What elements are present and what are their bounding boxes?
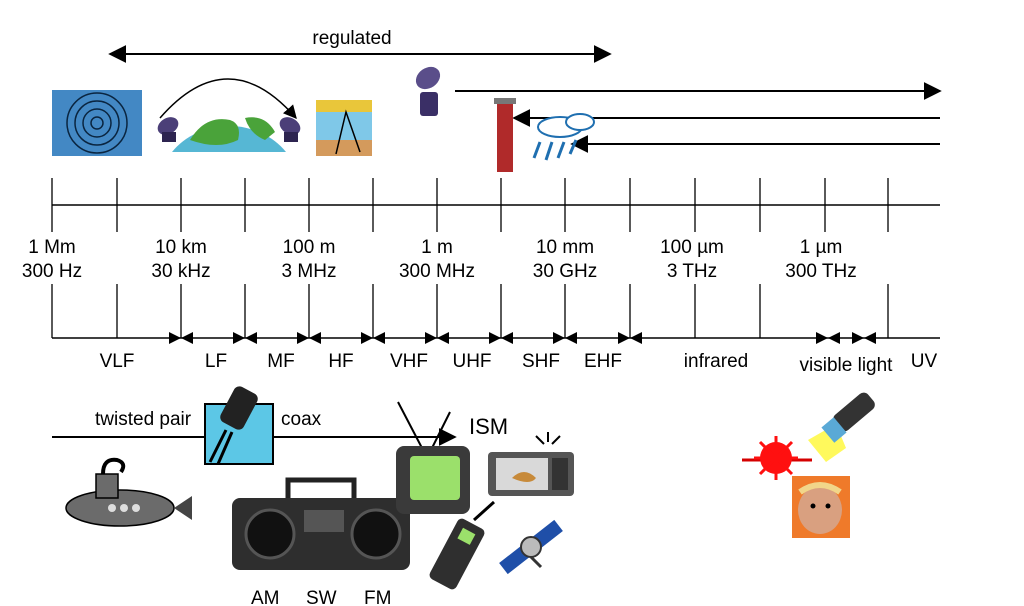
- sw-label: SW: [306, 588, 337, 606]
- flashlight-icon: [808, 392, 875, 462]
- wavelength-label: 1 Mm: [28, 237, 76, 258]
- coax-cable-icon: [204, 386, 274, 465]
- television-icon: [396, 401, 470, 514]
- scale-label-5: 10 mm 30 GHz: [533, 236, 597, 284]
- submarine-icon: [65, 457, 192, 527]
- wavelength-label: 10 mm: [535, 237, 595, 258]
- band-uv: UV: [910, 351, 938, 372]
- wavelength-label: 100 µm: [660, 237, 724, 258]
- frequency-label: 30 kHz: [151, 261, 211, 282]
- coax-label: coax: [281, 409, 322, 430]
- band-vlf: VLF: [99, 351, 135, 372]
- microwave-oven-icon: [488, 432, 574, 496]
- satellite-icon: [499, 519, 563, 575]
- scale-label-2: 10 km 30 kHz: [151, 236, 210, 284]
- wall-icon: [494, 98, 516, 172]
- mobile-phone-icon: [429, 500, 496, 590]
- face-icon: [792, 476, 850, 538]
- band-shf: SHF: [522, 351, 560, 372]
- ionosphere-icon: [316, 100, 372, 156]
- laser-icon: [742, 436, 812, 480]
- wavelength-label: 10 km: [155, 237, 207, 258]
- frequency-label: 3 THz: [666, 261, 718, 282]
- frequency-label: 300 THz: [785, 261, 857, 282]
- water-waves-icon: [52, 90, 142, 156]
- band-uhf: UHF: [452, 351, 492, 372]
- scale-label-1: 1 Mm 300 Hz: [22, 236, 82, 284]
- band-hf: HF: [328, 351, 354, 372]
- wavelength-label: 1 m: [421, 237, 453, 258]
- earth-icon: [159, 78, 297, 152]
- boombox-icon: [232, 477, 410, 570]
- band-vhf: VHF: [390, 351, 428, 372]
- band-boundary-markers: [169, 332, 876, 344]
- satellite-dish-icon: [157, 66, 441, 142]
- frequency-label: 300 Hz: [21, 261, 83, 282]
- frequency-label: 3 MHz: [281, 261, 337, 282]
- scale-label-4: 1 m 300 MHz: [399, 236, 475, 284]
- scale-label-6: 100 µm 3 THz: [660, 236, 724, 284]
- twisted-pair-label: twisted pair: [95, 409, 192, 430]
- am-label: AM: [251, 588, 280, 606]
- rain-cloud-icon: [532, 113, 595, 161]
- band-ticks: [51, 284, 889, 338]
- scale-label-7: 1 µm 300 THz: [785, 236, 856, 284]
- wavelength-label: 100 m: [282, 237, 336, 258]
- fm-label: FM: [364, 588, 392, 606]
- frequency-label: 30 GHz: [532, 261, 598, 282]
- wavelength-label: 1 µm: [799, 237, 843, 258]
- ism-label: ISM: [469, 414, 509, 439]
- regulated-label: regulated: [312, 28, 392, 49]
- wavelength-ticks: [51, 178, 889, 232]
- scale-label-3: 100 m 3 MHz: [282, 236, 337, 284]
- band-ehf: EHF: [584, 351, 622, 372]
- band-visible-light: visible light: [799, 355, 893, 376]
- band-lf: LF: [204, 351, 228, 372]
- frequency-label: 300 MHz: [398, 261, 476, 282]
- band-mf: MF: [267, 351, 295, 372]
- band-infrared: infrared: [683, 351, 749, 372]
